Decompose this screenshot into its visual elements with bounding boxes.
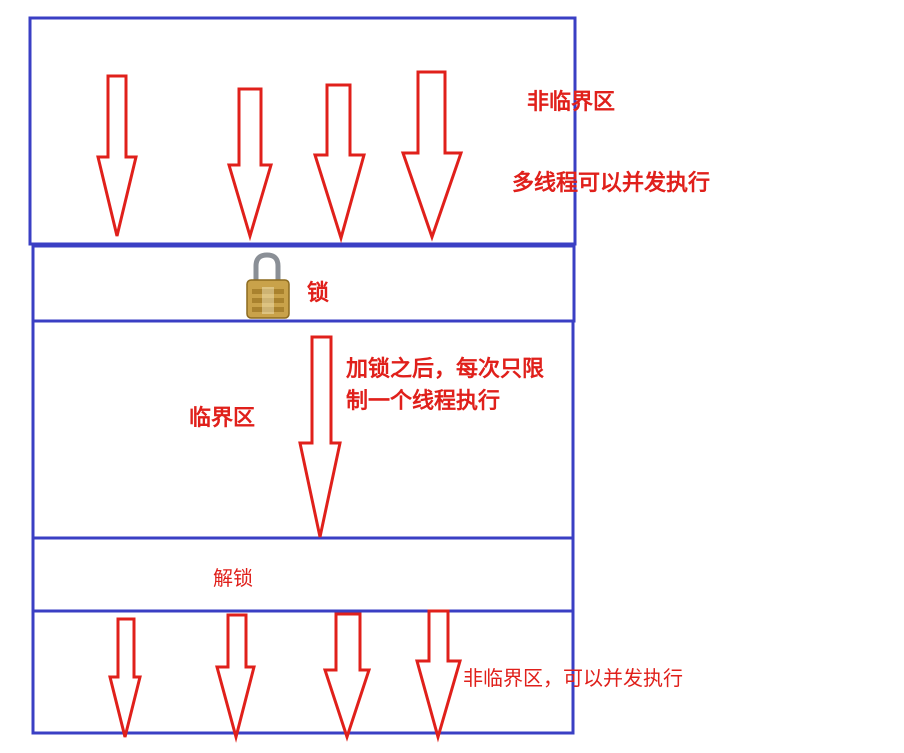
thread-arrow [400,70,464,242]
single-thread-arrow [298,335,342,538]
thread-arrow [226,87,274,242]
unlock-label: 解锁 [213,566,253,590]
thread-arrow [108,617,142,738]
thread-arrow [215,613,256,743]
non-critical-title: 非临界区 [527,90,616,115]
critical-section-title: 临界区 [189,406,256,431]
thread-arrow [415,609,462,743]
non-critical-bottom-box [31,609,575,735]
padlock-icon [246,252,290,319]
concurrent-execution-note: 多线程可以并发执行 [512,171,711,196]
thread-arrow [322,612,372,742]
thread-arrow [312,83,366,244]
non-critical-bottom-note: 非临界区，可以并发执行 [463,666,683,690]
thread-arrow [96,74,138,237]
lock-box [31,244,576,323]
lock-label: 锁 [307,281,330,306]
critical-section-note: 加锁之后，每次只限制一个线程执行 [346,357,545,414]
non-critical-top-box [28,16,577,246]
unlock-box [31,536,575,613]
